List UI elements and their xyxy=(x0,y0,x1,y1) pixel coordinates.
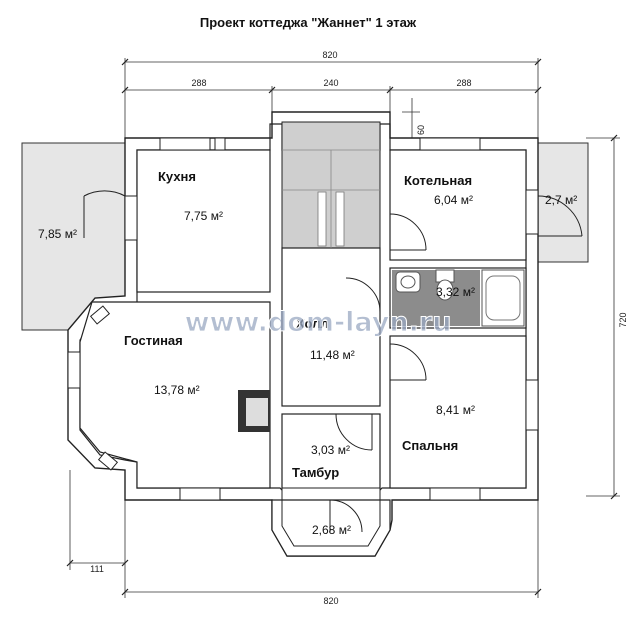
porch-area: 2,68 м² xyxy=(312,523,351,537)
dim-total-bottom: 820 xyxy=(323,596,338,606)
windows xyxy=(67,137,539,501)
dimension-ticks xyxy=(66,58,618,596)
room-kitchen xyxy=(136,149,271,293)
bathroom-fixtures xyxy=(395,269,525,327)
room-vestibule xyxy=(281,413,381,491)
vestibule-name: Тамбур xyxy=(292,465,339,480)
plan-title: Проект коттеджа "Жаннет" 1 этаж xyxy=(200,15,417,30)
living-name: Гостиная xyxy=(124,333,183,348)
hall-area: 11,48 м² xyxy=(310,348,355,362)
watermark: www.dom-layn.ru xyxy=(185,307,452,338)
dim-seg-right: 288 xyxy=(456,78,471,88)
room-bedroom xyxy=(389,335,527,489)
vestibule-area: 3,03 м² xyxy=(311,443,350,457)
living-area: 13,78 м² xyxy=(154,383,200,397)
toilet-icon xyxy=(436,279,454,301)
bathroom-area: 3,32 м² xyxy=(436,285,475,299)
dim-total-top: 820 xyxy=(322,50,337,60)
boiler-name: Котельная xyxy=(404,173,472,188)
bedroom-area: 8,41 м² xyxy=(436,403,475,417)
terrace-left-area: 7,85 м² xyxy=(38,227,77,241)
dim-seg-left: 288 xyxy=(191,78,206,88)
kitchen-area: 7,75 м² xyxy=(184,209,223,223)
kitchen-name: Кухня xyxy=(158,169,196,184)
dim-porch-depth: 60 xyxy=(416,125,426,135)
dim-seg-mid: 240 xyxy=(323,78,338,88)
room-boiler xyxy=(389,149,527,261)
dim-bay-offset: 111 xyxy=(90,564,104,574)
bedroom-name: Спальня xyxy=(402,438,458,453)
fireplace-icon xyxy=(238,390,270,432)
terrace-right-area: 2,7 м² xyxy=(545,193,577,207)
staircase xyxy=(282,149,380,248)
room-hall xyxy=(281,247,381,407)
dim-height-right: 720 xyxy=(618,312,628,327)
doors xyxy=(83,190,583,533)
porch-bay xyxy=(271,499,391,557)
boiler-area: 6,04 м² xyxy=(434,193,473,207)
sink-icon xyxy=(400,275,416,289)
hall-name: Холл xyxy=(296,316,329,331)
